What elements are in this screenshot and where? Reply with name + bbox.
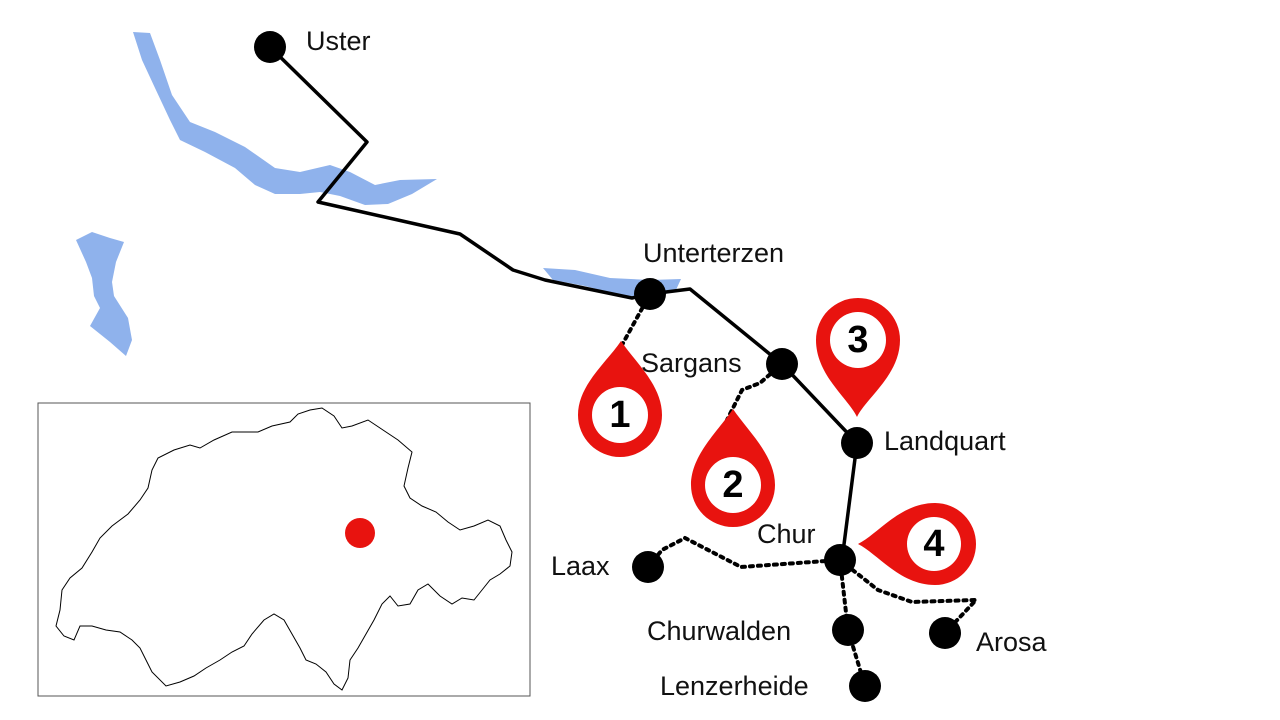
inset-map: [37, 402, 531, 697]
station-dot-landquart[interactable]: [841, 427, 873, 459]
marker-badge: [830, 312, 886, 368]
station-label-lenzerheide: Lenzerheide: [660, 671, 809, 701]
location-marker-3[interactable]: 3: [816, 298, 900, 417]
station-label-laax: Laax: [551, 551, 610, 581]
marker-badge: [705, 457, 761, 513]
station-dot-uster[interactable]: [254, 31, 286, 63]
stations: [254, 31, 961, 702]
marker-badge: [592, 387, 648, 443]
lake-zurich: [133, 32, 437, 205]
lakes: [76, 32, 681, 356]
station-label-landquart: Landquart: [884, 426, 1006, 456]
station-dot-chur[interactable]: [824, 544, 856, 576]
station-dot-sargans[interactable]: [766, 348, 798, 380]
station-label-sargans: Sargans: [641, 348, 742, 378]
station-label-churwalden: Churwalden: [647, 616, 791, 646]
station-dot-laax[interactable]: [632, 551, 664, 583]
route-chur-arosa: [838, 558, 981, 635]
location-marker-1[interactable]: 1: [578, 341, 662, 457]
station-dot-arosa[interactable]: [929, 617, 961, 649]
station-label-unterterzen: Unterterzen: [643, 238, 784, 268]
marker-number: 4: [923, 523, 944, 565]
marker-number: 2: [722, 464, 743, 506]
lake-sihl: [76, 232, 132, 356]
region-location-dot: [345, 518, 375, 548]
markers: 1 2 3 4: [578, 298, 976, 585]
marker-number: 1: [609, 394, 630, 436]
switzerland-outline: [55, 407, 513, 691]
location-marker-2[interactable]: 2: [691, 409, 775, 527]
station-labels: Uster Unterterzen Sargans Landquart Chur…: [306, 26, 1048, 701]
station-label-arosa: Arosa: [976, 627, 1048, 657]
location-marker-4[interactable]: 4: [858, 503, 976, 585]
station-dot-lenzerheide[interactable]: [849, 670, 881, 702]
marker-number: 3: [847, 319, 868, 361]
station-dot-unterterzen[interactable]: [634, 278, 666, 310]
marker-badge: [907, 517, 961, 571]
rail-line-main: [268, 45, 859, 561]
station-label-uster: Uster: [306, 26, 371, 56]
station-label-chur: Chur: [757, 519, 816, 549]
inset-frame: [37, 402, 531, 697]
station-dot-churwalden[interactable]: [832, 614, 864, 646]
